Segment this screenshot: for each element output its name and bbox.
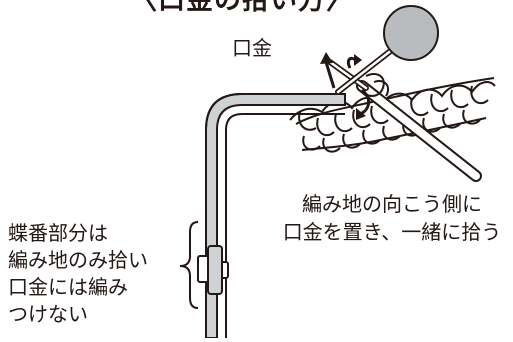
- instruction-line: 口金を置き、一緒に拾う: [282, 220, 502, 244]
- brace: [179, 221, 199, 309]
- needle-knob: [383, 5, 439, 61]
- stitch-row-lower: [301, 109, 487, 153]
- instruction-line: 編み地の向こう側に: [302, 192, 482, 216]
- instruction-text: 編み地の向こう側に 口金を置き、一緒に拾う: [278, 190, 506, 246]
- frame-label: 口金: [232, 36, 272, 60]
- curved-arrow-icon: [359, 88, 370, 116]
- hinge-note-line: 編み地のみ拾い: [8, 248, 148, 272]
- up-arrow-icon: [324, 61, 336, 89]
- needle: [335, 5, 439, 95]
- hinge-note: 蝶番部分は 編み地のみ拾い 口金には編み つけない: [8, 220, 148, 328]
- hinge: [197, 245, 229, 295]
- diagram-title: 〈口金の拾い方〉: [130, 0, 354, 16]
- crochet-hook: [327, 59, 482, 182]
- arrows: [320, 52, 370, 120]
- purse-frame: [205, 93, 346, 339]
- hinge-note-line: 口金には編み: [8, 275, 128, 299]
- hinge-note-line: 蝶番部分は: [8, 221, 108, 245]
- hinge-note-line: つけない: [8, 302, 88, 326]
